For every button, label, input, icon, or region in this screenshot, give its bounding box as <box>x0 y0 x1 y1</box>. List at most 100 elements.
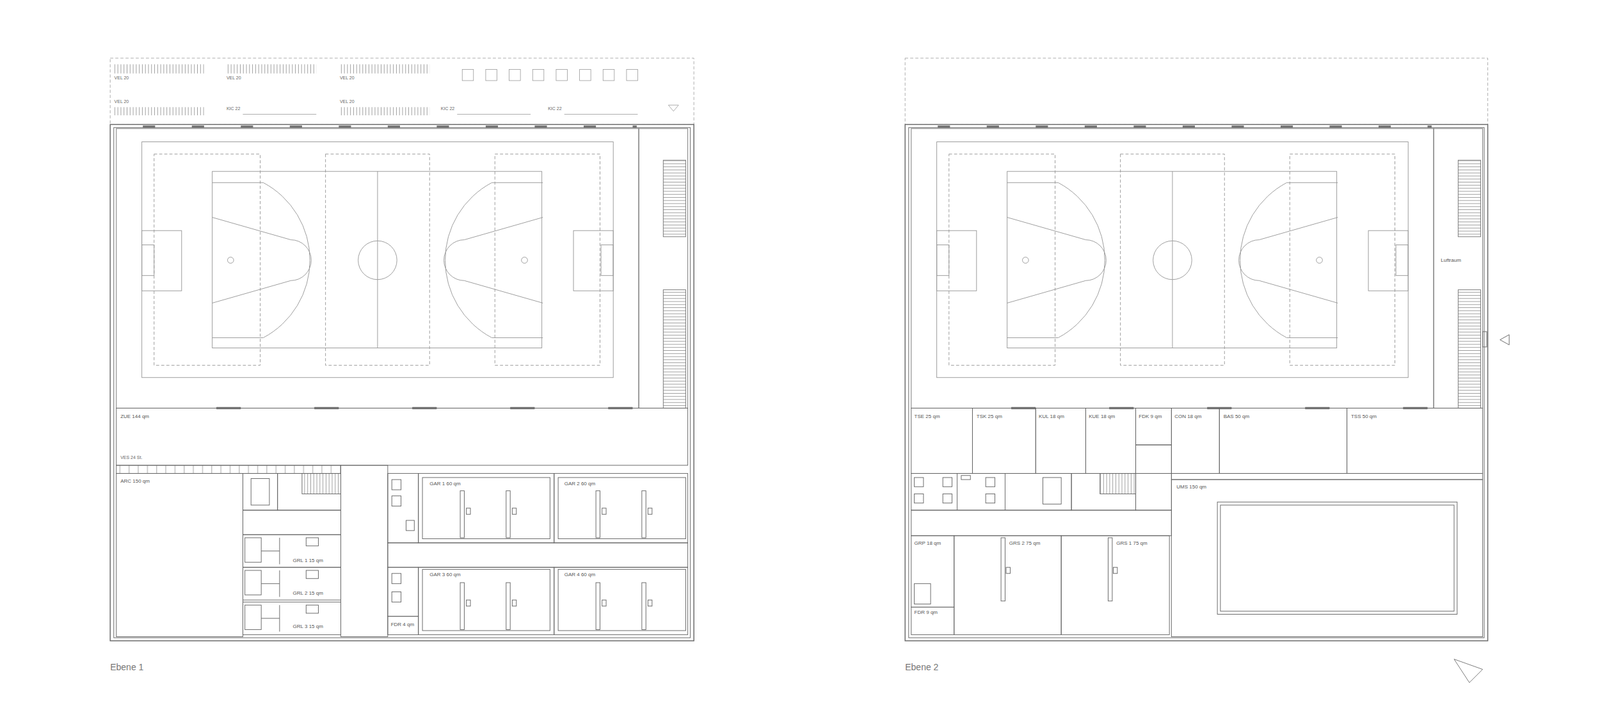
room-label: TSS 50 qm <box>1351 414 1377 420</box>
room-walls <box>1219 408 1347 474</box>
room-label: CON 18 qm <box>1174 414 1202 420</box>
room-walls <box>1000 537 1005 601</box>
sports-hall <box>376 171 378 349</box>
bike-parking <box>579 69 592 81</box>
sports-hall <box>142 230 182 291</box>
room-label: GAR 4 60 qm <box>564 572 596 578</box>
room-walls <box>1171 473 1483 480</box>
room-walls <box>116 465 342 474</box>
site-strip <box>904 58 1488 125</box>
sports-hall <box>663 160 686 237</box>
room-label: UMS 150 qm <box>1176 484 1207 490</box>
room: UMS 150 qm <box>1171 479 1483 637</box>
room-label: Luftraum <box>1440 257 1462 264</box>
room-label: GRL 3 15 qm <box>293 624 324 630</box>
floor-plan: Ebene 1ZUE 144 qmARC 150 qmGAR 1 60 qmGA… <box>110 124 694 641</box>
room-walls <box>406 520 415 531</box>
room-label: GRP 18 qm <box>914 540 942 546</box>
bike-parking <box>626 69 639 81</box>
room: GRS 1 75 qm <box>1061 535 1170 635</box>
room-walls <box>1004 473 1006 511</box>
room-walls <box>1347 408 1483 474</box>
bike-parking <box>114 64 205 73</box>
room-walls <box>904 124 1510 641</box>
room-label: KUL 18 qm <box>1038 414 1065 420</box>
parking-label: VEL 20 <box>339 75 355 80</box>
sports-hall <box>212 216 292 303</box>
room: GAR 2 60 qm <box>554 473 688 543</box>
bike-parking <box>110 58 694 125</box>
bike-parking <box>532 69 544 81</box>
room-walls <box>1136 408 1172 445</box>
room-label: GAR 1 60 qm <box>429 481 461 487</box>
room: GAR 4 60 qm <box>554 567 688 635</box>
room-walls <box>1482 331 1487 347</box>
room: GRL 3 15 qm <box>242 601 341 635</box>
sports-hall <box>116 126 688 409</box>
room-walls <box>1108 537 1113 601</box>
room: GRP 18 qm <box>911 535 955 608</box>
room-walls <box>418 567 555 635</box>
room-walls <box>242 534 341 568</box>
room-walls <box>110 124 694 641</box>
sports-hall <box>142 182 312 338</box>
room-walls <box>387 567 419 617</box>
room-label: KUE 18 qm <box>1088 414 1115 420</box>
room-walls <box>242 510 341 535</box>
room-walls <box>422 477 550 539</box>
room-walls <box>391 496 401 507</box>
room-label: TSK 25 qm <box>976 414 1003 420</box>
room-walls <box>558 477 686 539</box>
room-walls <box>911 535 955 608</box>
room-walls <box>1085 408 1136 474</box>
sports-hall <box>154 154 261 366</box>
parking-label: VEL 20 <box>339 99 355 104</box>
room-walls <box>554 473 688 543</box>
sports-hall <box>142 142 614 378</box>
room-label: FDR 4 qm <box>391 622 415 628</box>
north-arrow <box>1454 659 1483 683</box>
room-walls <box>116 408 688 466</box>
room-label: GRS 2 75 qm <box>1009 540 1040 546</box>
sports-hall <box>212 171 543 349</box>
room: ZUE 144 qm <box>116 408 688 466</box>
room-label: GRL 2 15 qm <box>293 590 324 596</box>
room-label: ZUE 144 qm <box>120 414 150 420</box>
room-walls <box>242 473 278 511</box>
room-walls <box>956 473 958 511</box>
room-walls <box>1500 334 1510 345</box>
bike-parking <box>602 69 615 81</box>
room-walls <box>422 477 550 539</box>
room-walls <box>460 490 464 538</box>
room-walls <box>904 124 1488 641</box>
room: FDK 9 qm <box>1136 408 1172 445</box>
room: GRL 2 15 qm <box>242 567 341 602</box>
room: TSK 25 qm <box>972 408 1036 474</box>
sports-hall <box>116 128 639 409</box>
room-walls <box>305 537 319 546</box>
room-walls <box>387 473 419 543</box>
room-walls <box>942 477 952 487</box>
room-walls <box>954 535 1062 635</box>
room-walls <box>1136 473 1172 511</box>
room: KUE 18 qm <box>1085 408 1136 474</box>
room-walls <box>558 568 686 631</box>
room-walls <box>391 479 401 490</box>
bike-parking <box>564 113 639 115</box>
bike-parking <box>485 69 498 81</box>
room-walls <box>1171 479 1483 637</box>
room: TSS 50 qm <box>1347 408 1483 474</box>
room: FDR 4 qm <box>387 616 419 635</box>
room: GRL 1 15 qm <box>242 534 341 568</box>
room-walls <box>245 537 262 562</box>
room-walls <box>506 490 511 538</box>
sports-hall <box>325 154 431 366</box>
room-walls <box>242 601 341 635</box>
room-walls <box>1112 567 1117 574</box>
room-walls <box>391 573 401 584</box>
room-label: FDK 9 qm <box>1138 414 1162 420</box>
room-label: GRS 1 75 qm <box>1116 540 1147 546</box>
room: KUL 18 qm <box>1035 408 1086 474</box>
room-walls <box>387 616 419 635</box>
